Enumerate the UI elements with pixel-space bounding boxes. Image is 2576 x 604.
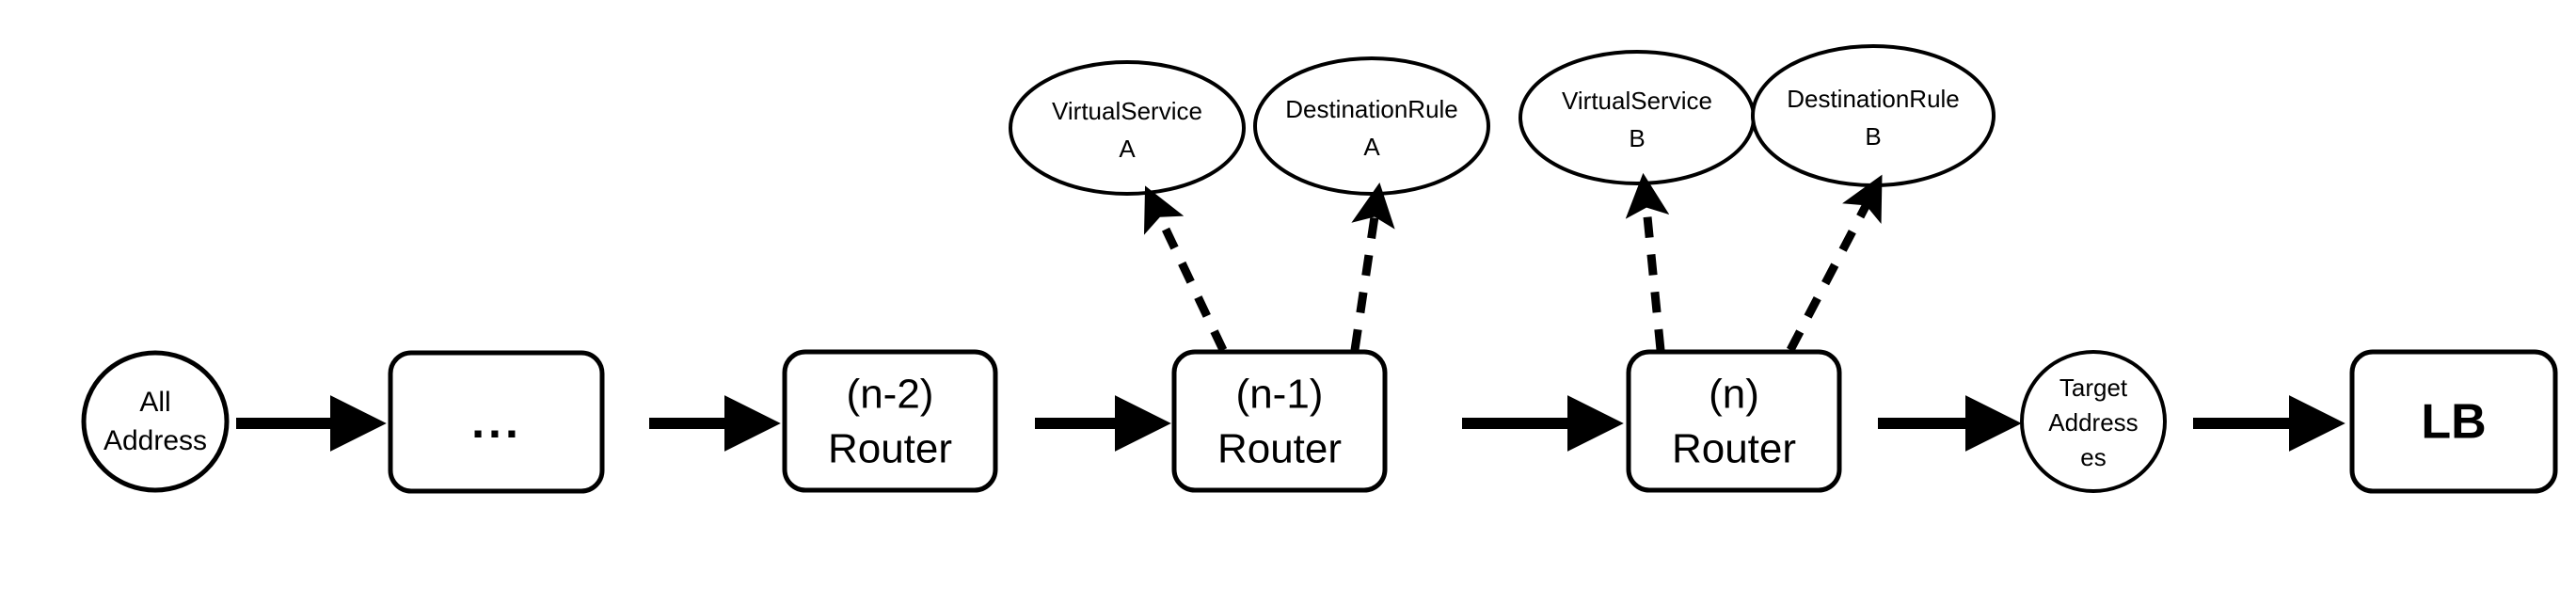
- destinationrule-b-label-line2: B: [1865, 122, 1881, 151]
- target-addresses-label-line3: es: [2080, 443, 2106, 471]
- node-router-n[interactable]: (n) Router: [1626, 349, 1842, 493]
- dashed-arrow-router-n-to-destinationrule-b: [1787, 174, 1883, 353]
- node-router-n-minus-1[interactable]: (n-1) Router: [1171, 349, 1388, 493]
- router-n-label-line1: (n): [1709, 372, 1759, 418]
- load-balancer-box: [2349, 349, 2558, 494]
- node-destinationrule-a[interactable]: DestinationRule A: [1253, 56, 1490, 196]
- destinationrule-a-label-line2: A: [1363, 133, 1380, 161]
- node-ellipsis[interactable]: ...: [388, 350, 605, 494]
- all-address-label-line1: All: [139, 387, 170, 418]
- destinationrule-b-ellipse: [1751, 44, 1996, 187]
- all-address-label-line2: Address: [103, 425, 207, 456]
- node-target-addresses[interactable]: Target Address es: [2020, 350, 2167, 493]
- destinationrule-a-ellipse: [1253, 56, 1490, 196]
- ellipsis-box: [388, 350, 605, 494]
- router-n-minus-1-label-line1: (n-1): [1236, 372, 1324, 418]
- router-n-minus-2-label-line2: Router: [828, 426, 952, 472]
- router-n-minus-1-box: [1171, 349, 1388, 493]
- router-n-box: [1626, 349, 1842, 493]
- node-load-balancer[interactable]: LB: [2349, 349, 2558, 494]
- router-n-minus-2-box: [782, 349, 998, 493]
- node-router-n-minus-2[interactable]: (n-2) Router: [782, 349, 998, 493]
- all-address-ellipse: [81, 350, 230, 493]
- virtualservice-a-ellipse: [1009, 60, 1246, 196]
- dashed-arrow-router-n-minus-1-to-virtualservice-a: [1143, 185, 1228, 352]
- dashed-arrow-router-n-minus-1-to-destinationrule-a: [1350, 182, 1395, 351]
- router-n-minus-1-label-line2: Router: [1217, 426, 1342, 472]
- virtualservice-b-label-line2: B: [1629, 124, 1645, 152]
- virtualservice-a-label-line2: A: [1119, 135, 1136, 163]
- node-virtualservice-a[interactable]: VirtualService A: [1009, 60, 1246, 196]
- dashed-arrow-router-n-to-virtualservice-b: [1625, 172, 1670, 351]
- target-addresses-label-line2: Address: [2048, 408, 2138, 437]
- virtualservice-b-ellipse: [1519, 50, 1756, 185]
- node-virtualservice-b[interactable]: VirtualService B: [1519, 50, 1756, 185]
- router-n-label-line2: Router: [1672, 426, 1796, 472]
- router-n-minus-2-label-line1: (n-2): [847, 372, 934, 418]
- target-addresses-ellipse: [2020, 350, 2167, 493]
- virtualservice-a-label-line1: VirtualService: [1052, 97, 1202, 125]
- destinationrule-a-label-line1: DestinationRule: [1285, 95, 1458, 123]
- destinationrule-b-label-line1: DestinationRule: [1787, 85, 1960, 113]
- node-destinationrule-b[interactable]: DestinationRule B: [1751, 44, 1996, 187]
- load-balancer-label: LB: [2421, 395, 2486, 450]
- virtualservice-b-label-line1: VirtualService: [1562, 87, 1712, 115]
- target-addresses-label-line1: Target: [2059, 374, 2128, 402]
- node-all-address[interactable]: All Address: [81, 350, 230, 493]
- ellipsis-label: ...: [471, 395, 522, 448]
